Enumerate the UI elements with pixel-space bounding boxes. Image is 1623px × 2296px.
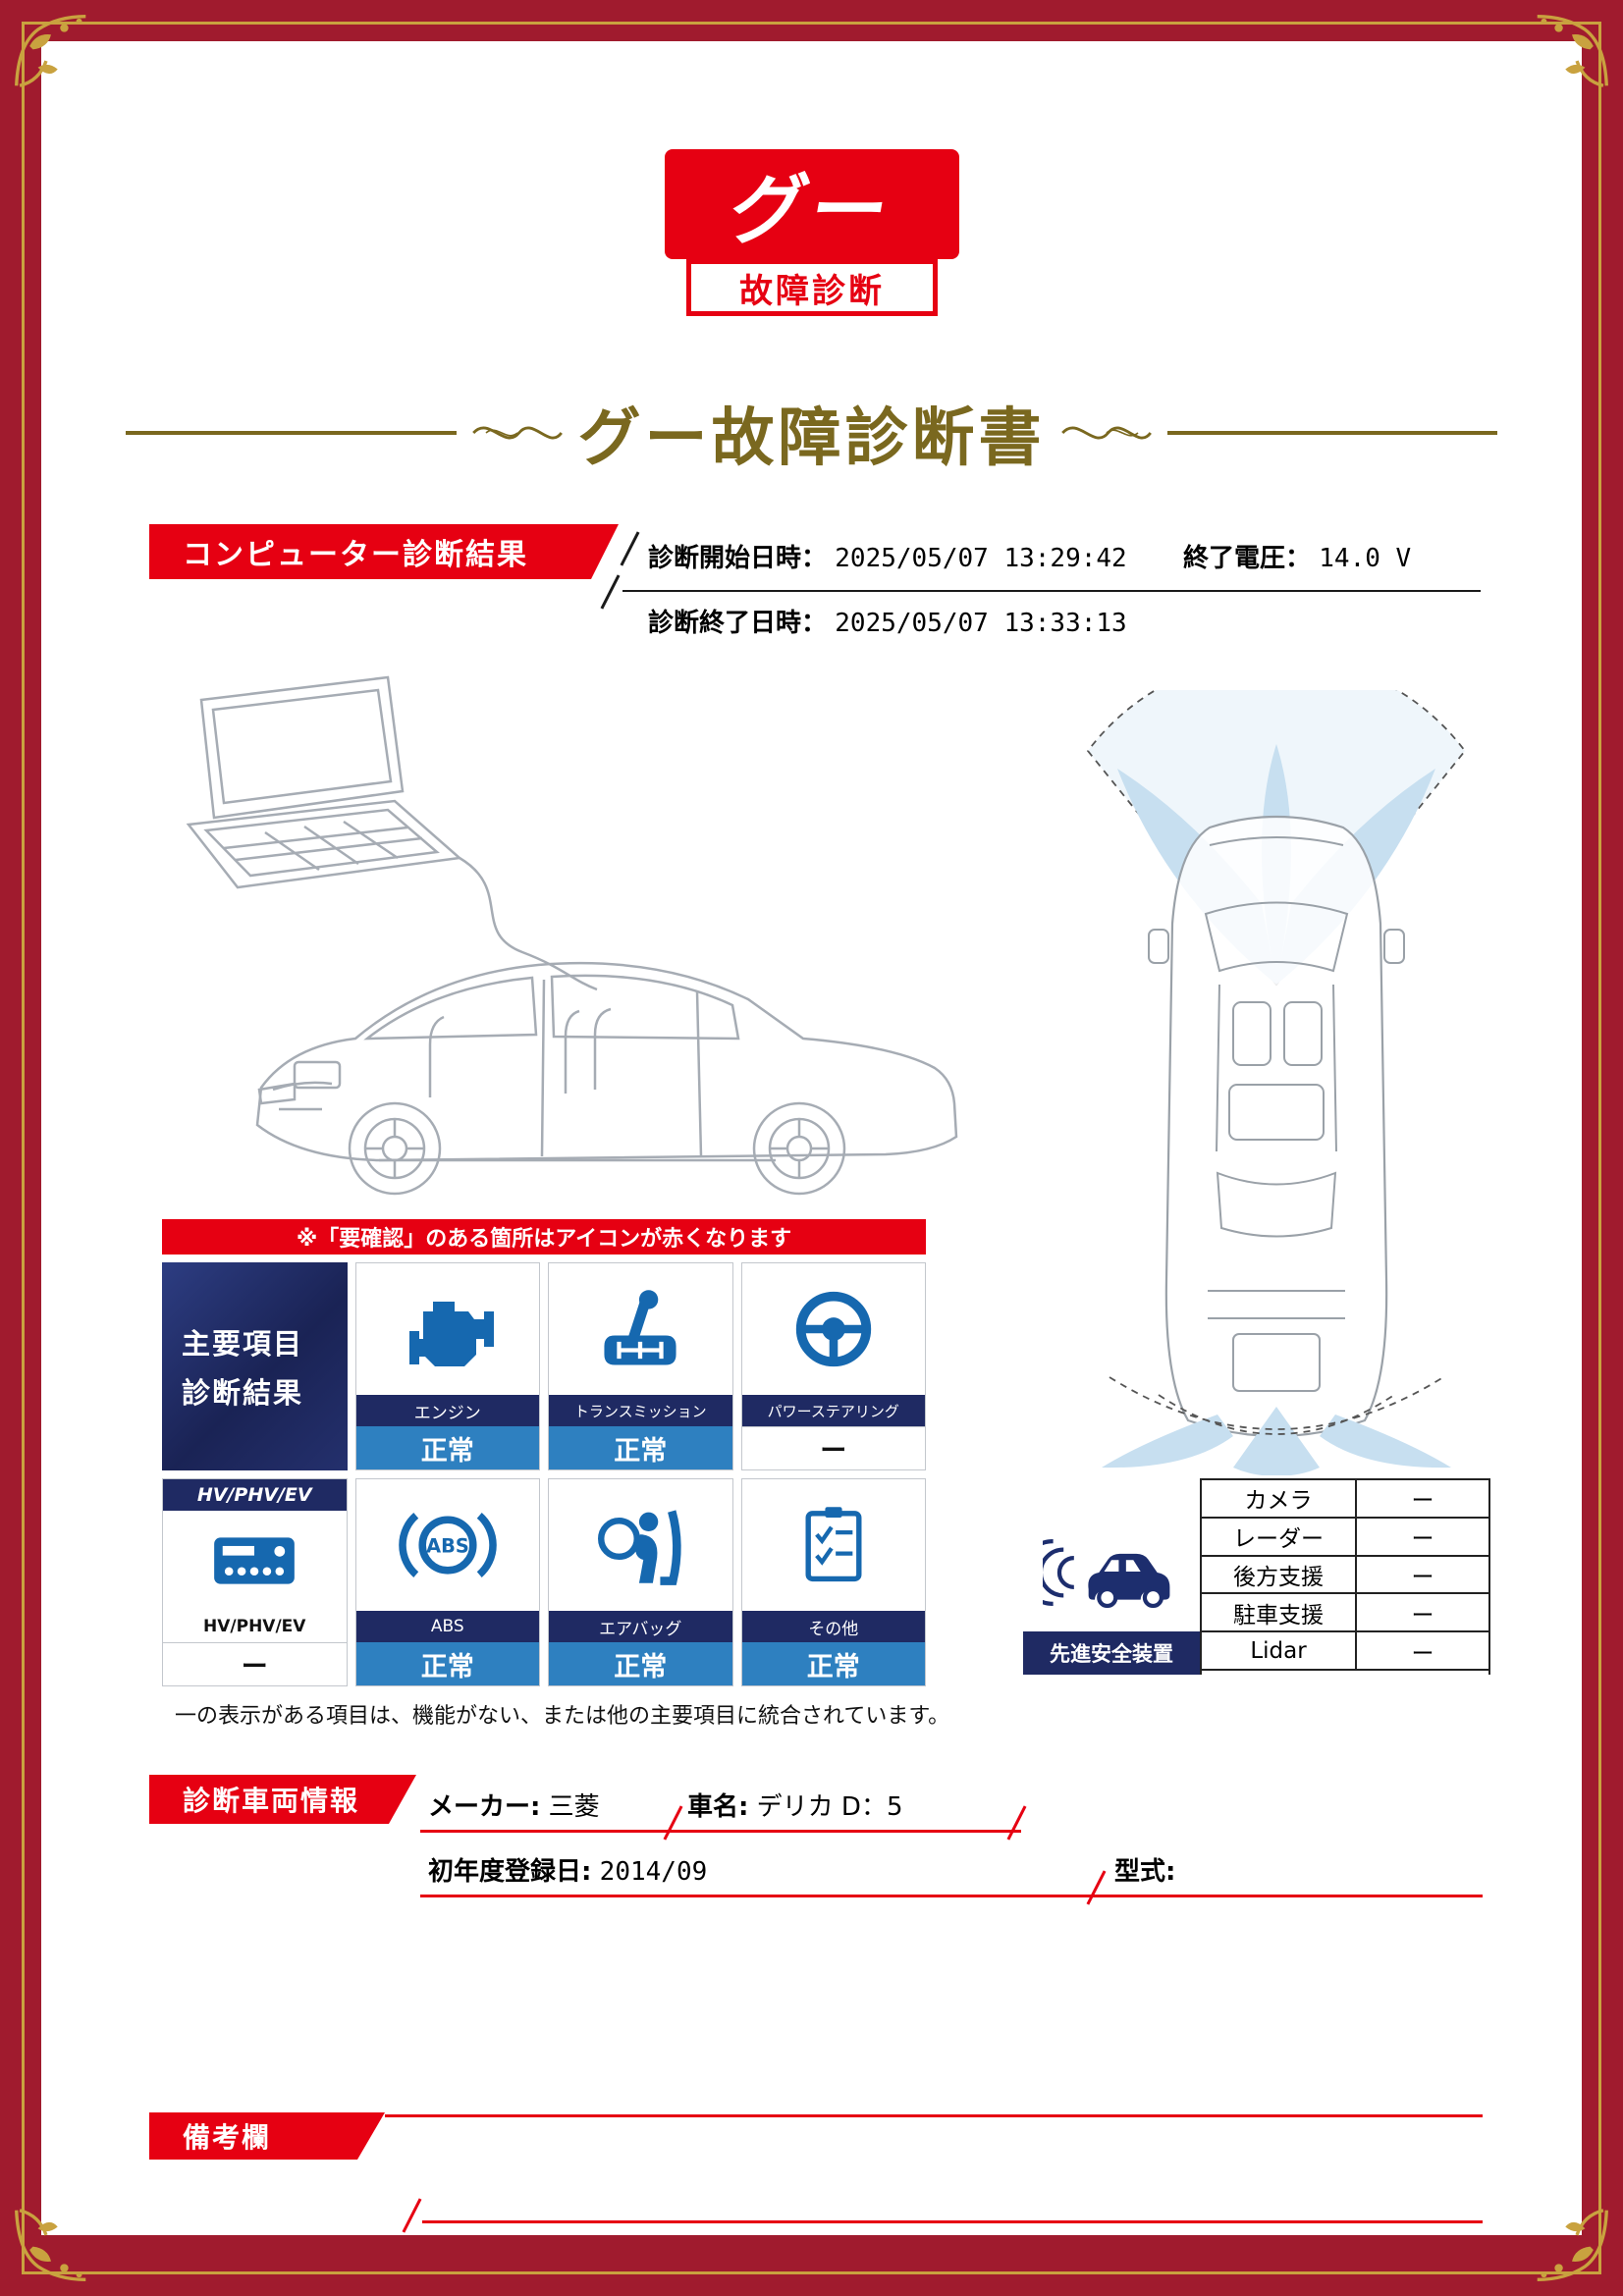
vehicle-field-line bbox=[420, 1830, 1021, 1833]
safety-row: 後方支援ー bbox=[1202, 1556, 1488, 1595]
diag-item-label: エンジン bbox=[355, 1395, 539, 1426]
section-title-vehicle-info: 診断車両情報 bbox=[149, 1775, 416, 1824]
maker-label: メーカー: bbox=[428, 1792, 541, 1822]
car-signal-icon bbox=[1043, 1539, 1170, 1609]
maker-value: 三菱 bbox=[548, 1792, 600, 1822]
hv-device-icon bbox=[214, 1537, 296, 1584]
diagnosis-end-label: 診断終了日時： bbox=[648, 609, 828, 638]
car-name-row: 車名: デリカ D：5 bbox=[687, 1787, 903, 1823]
first-registration-label: 初年度登録日: bbox=[428, 1857, 592, 1887]
grid-footnote: 一の表示がある項目は、機能がない、または他の主要項目に統合されています。 bbox=[175, 1704, 950, 1729]
diag-item-status: 正常 bbox=[549, 1642, 732, 1685]
safety-label: 先進安全装置 bbox=[1023, 1631, 1200, 1675]
diag-item-hv-phv-ev: HV/PHV/EV HV/PHV/EV ー bbox=[162, 1478, 348, 1686]
diagnosis-divider-line bbox=[622, 590, 1481, 592]
diag-item-status: ー bbox=[741, 1426, 925, 1469]
airbag-icon bbox=[598, 1510, 681, 1585]
clipboard-icon bbox=[805, 1507, 862, 1582]
main-items-header-line2: 診断結果 bbox=[182, 1376, 304, 1410]
title-rule-right bbox=[1166, 431, 1497, 435]
diag-item-status: 正常 bbox=[549, 1426, 732, 1469]
svg-text:ABS: ABS bbox=[426, 1535, 469, 1558]
corner-ornament bbox=[15, 15, 86, 87]
diag-item-status: 正常 bbox=[355, 1426, 539, 1469]
end-voltage-label: 終了電圧： bbox=[1183, 544, 1312, 573]
diag-item-status: ー bbox=[163, 1642, 347, 1685]
remarks-write-line bbox=[422, 2220, 1483, 2223]
title-flourish-right bbox=[1060, 426, 1152, 440]
steering-wheel-icon bbox=[795, 1291, 871, 1367]
end-voltage-value: 14.0 V bbox=[1319, 544, 1412, 573]
safety-icon-block: 先進安全装置 bbox=[1023, 1478, 1200, 1675]
car-name-label: 車名: bbox=[687, 1792, 749, 1822]
first-registration-row: 初年度登録日: 2014/09 bbox=[428, 1851, 707, 1888]
diag-item-transmission: トランスミッション 正常 bbox=[548, 1262, 733, 1470]
corner-ornament bbox=[1537, 2209, 1608, 2281]
title-rule-left bbox=[126, 431, 457, 435]
model-type-row: 型式: bbox=[1114, 1851, 1175, 1888]
diagnosis-start-row: 診断開始日時： 2025/05/07 13:29:42 bbox=[648, 538, 1127, 574]
maker-row: メーカー: 三菱 bbox=[428, 1787, 600, 1823]
diagnosis-end-value: 2025/05/07 13:33:13 bbox=[835, 609, 1127, 638]
diag-item-label: エアバッグ bbox=[549, 1611, 732, 1642]
safety-row: レーダーー bbox=[1202, 1518, 1488, 1557]
diag-item-status: 正常 bbox=[741, 1642, 925, 1685]
brand-logo: グー bbox=[665, 149, 959, 259]
car-name-value: デリカ D：5 bbox=[756, 1792, 903, 1822]
diag-item-engine: エンジン 正常 bbox=[354, 1262, 540, 1470]
title-flourish-left bbox=[471, 426, 563, 440]
hv-top-banner: HV/PHV/EV bbox=[163, 1479, 347, 1511]
brand-caption: 故障診断 bbox=[739, 271, 885, 311]
end-voltage-row: 終了電圧： 14.0 V bbox=[1183, 538, 1411, 574]
laptop-car-illustration bbox=[186, 675, 958, 1196]
diagnosis-end-row: 診断終了日時： 2025/05/07 13:33:13 bbox=[648, 603, 1127, 639]
diag-item-airbag: エアバッグ 正常 bbox=[548, 1478, 733, 1686]
safety-row: 駐車支援ー bbox=[1202, 1594, 1488, 1633]
diagnosis-grid: 主要項目 診断結果 エンジン 正常 トランスミッション 正常 パワーステアリング… bbox=[162, 1262, 926, 1686]
brand-caption-box: 故障診断 bbox=[686, 259, 938, 316]
topview-sensor-illustration bbox=[1086, 690, 1467, 1475]
diag-item-label: パワーステアリング bbox=[741, 1395, 925, 1426]
page-title: グー故障診断書 bbox=[577, 402, 1046, 475]
diag-item-label: トランスミッション bbox=[549, 1395, 732, 1426]
diag-item-power-steering: パワーステアリング ー bbox=[740, 1262, 926, 1470]
corner-ornament bbox=[15, 2209, 86, 2281]
diag-item-other: その他 正常 bbox=[740, 1478, 926, 1686]
brand-mark: グー bbox=[722, 167, 899, 255]
diagnosis-start-value: 2025/05/07 13:29:42 bbox=[835, 544, 1127, 573]
abs-icon: ABS bbox=[399, 1513, 497, 1577]
diag-item-status: 正常 bbox=[355, 1642, 539, 1685]
main-items-header-line1: 主要項目 bbox=[182, 1327, 304, 1361]
vehicle-field-line bbox=[420, 1895, 1483, 1897]
diag-item-label: その他 bbox=[741, 1611, 925, 1642]
section-title-remarks: 備考欄 bbox=[149, 2112, 385, 2160]
diag-item-abs: ABS ABS 正常 bbox=[354, 1478, 540, 1686]
first-registration-value: 2014/09 bbox=[599, 1857, 708, 1887]
model-type-label: 型式: bbox=[1114, 1857, 1176, 1887]
remarks-top-line bbox=[385, 2114, 1483, 2117]
diagnosis-start-label: 診断開始日時： bbox=[648, 544, 828, 573]
report-title-row: グー故障診断書 bbox=[126, 391, 1497, 475]
red-icon-notice: ※「要確認」のある箇所はアイコンが赤くなります bbox=[162, 1219, 926, 1255]
transmission-icon bbox=[604, 1290, 676, 1365]
diag-item-label: HV/PHV/EV bbox=[163, 1611, 347, 1642]
diag-item-label: ABS bbox=[355, 1611, 539, 1642]
corner-ornament bbox=[1537, 15, 1608, 87]
section-title-computer-diagnosis: コンピューター診断結果 bbox=[149, 524, 619, 579]
safety-row: カメラー bbox=[1202, 1480, 1488, 1519]
main-items-header: 主要項目 診断結果 bbox=[162, 1262, 348, 1470]
engine-icon bbox=[408, 1302, 494, 1366]
